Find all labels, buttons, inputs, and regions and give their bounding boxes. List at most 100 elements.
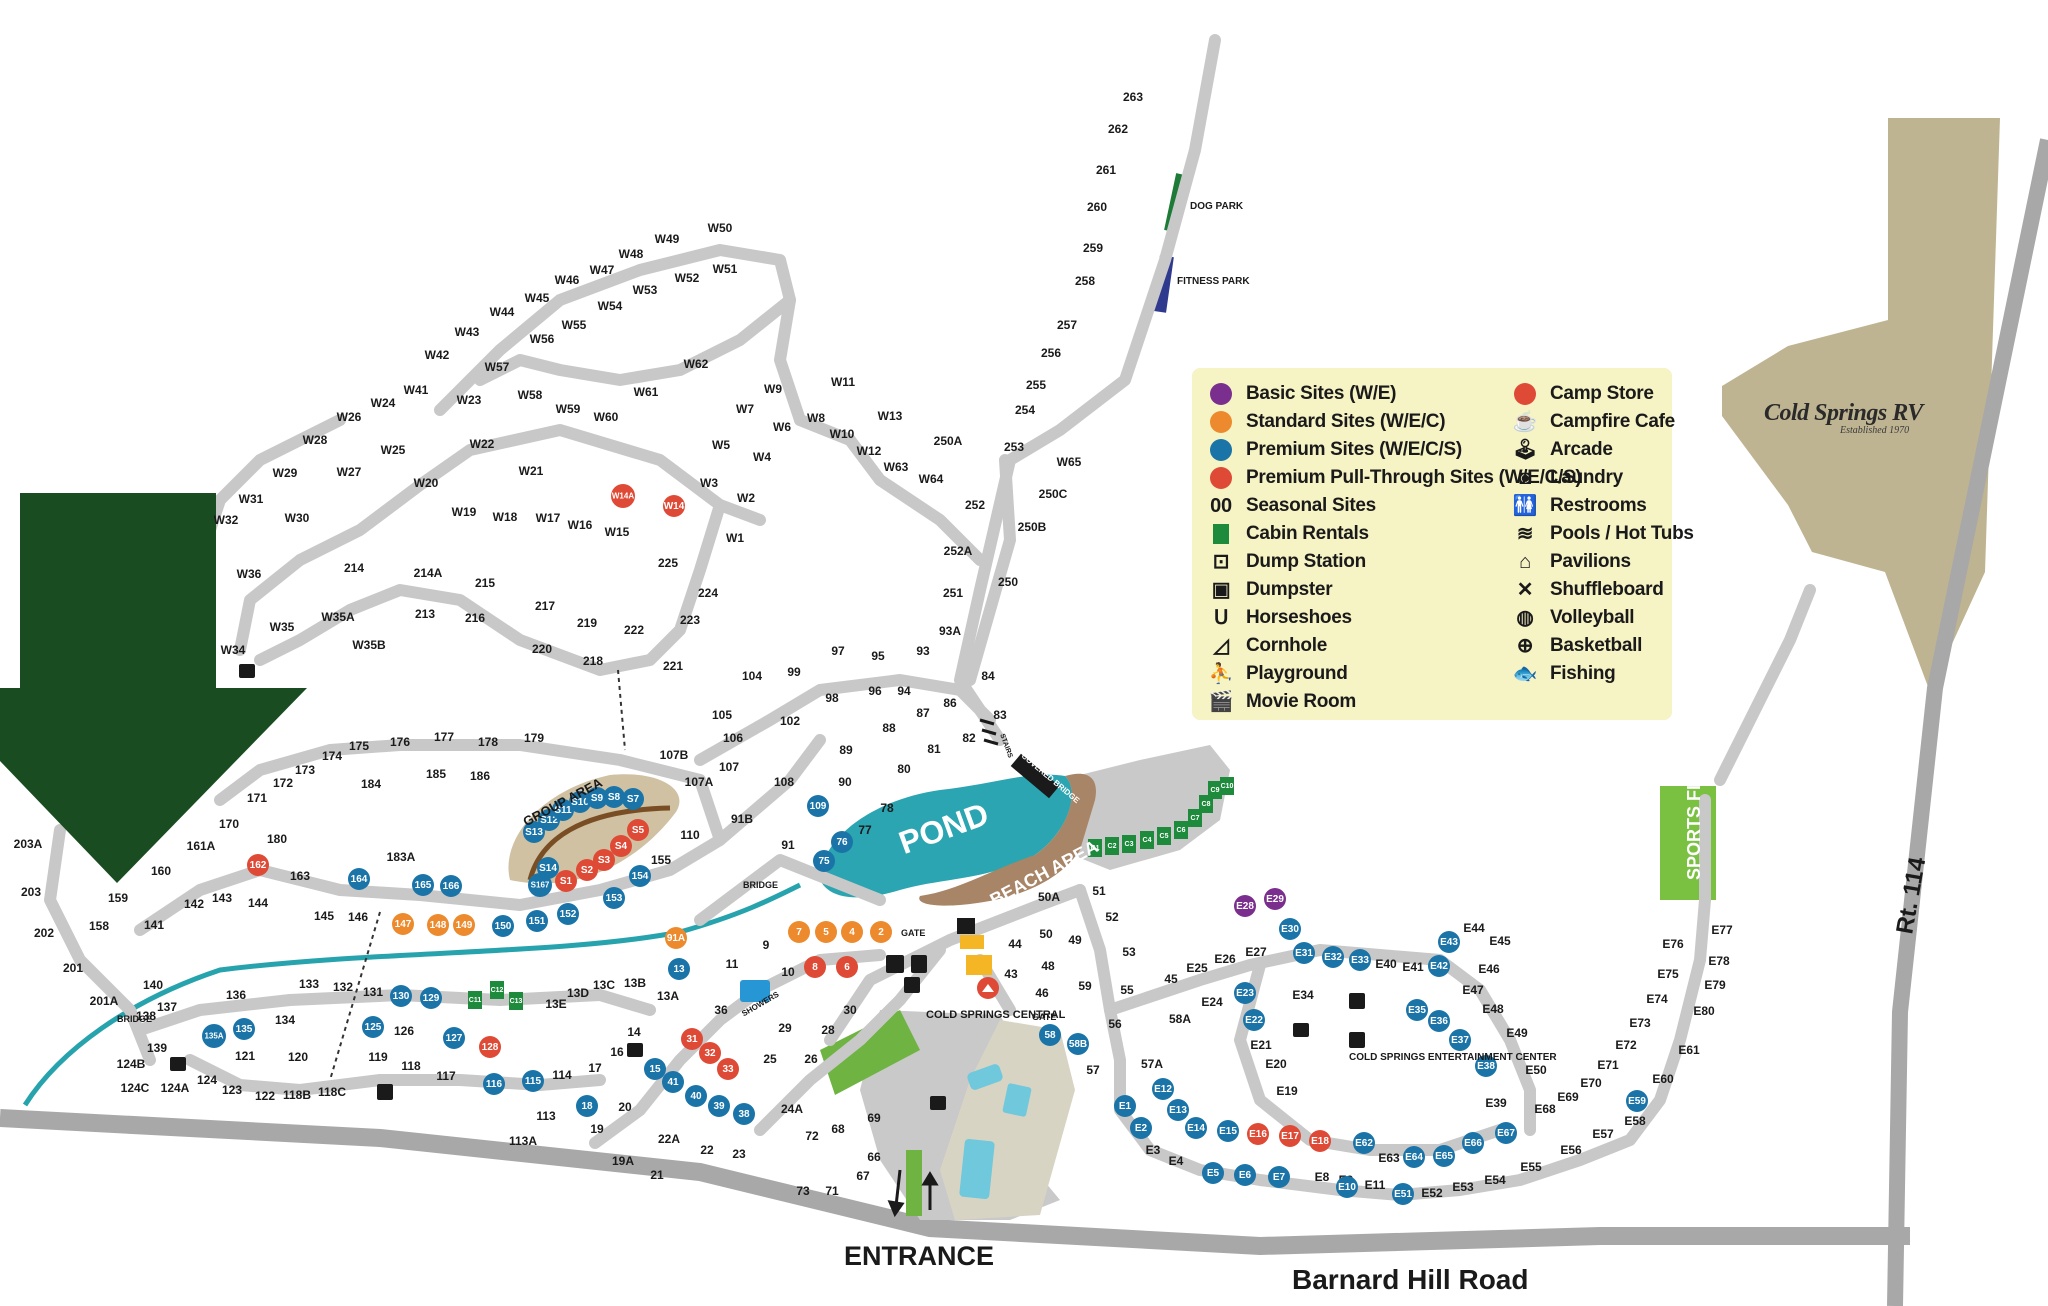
central-label: COLD SPRINGS CENTRAL: [926, 1009, 1066, 1021]
site-marker-dot: [603, 887, 625, 909]
site-marker: E7: [1268, 1166, 1290, 1188]
site-label: 78: [880, 801, 894, 815]
site-label: 139: [147, 1041, 167, 1055]
site-marker-dot: [483, 1073, 505, 1095]
site-marker-label: E2: [1135, 1123, 1148, 1134]
site-marker-label: 6: [844, 962, 850, 973]
playground-icon: ⛹: [1208, 663, 1234, 685]
site-label: 72: [805, 1129, 819, 1143]
legend-label: Movie Room: [1246, 691, 1356, 712]
site-marker-dot: [622, 788, 644, 810]
legend-label: Standard Sites (W/E/C): [1246, 411, 1446, 432]
site-marker-label: 75: [818, 856, 830, 867]
site-marker-label: E14: [1187, 1123, 1205, 1134]
legend-column-right: Camp Store☕Campfire Cafe🕹Arcade◙Laundry🚻…: [1510, 380, 1694, 688]
legend-label: Arcade: [1550, 439, 1613, 460]
site-label: W11: [831, 375, 855, 389]
movie-icon: 🎬: [1208, 691, 1234, 713]
purple-dot: [1206, 382, 1236, 406]
site-label: W10: [830, 427, 855, 441]
cabin-marker: C7: [1188, 809, 1202, 827]
site-marker-dot: [733, 1103, 755, 1125]
road-rt-114: [1887, 138, 2048, 1306]
site-label: 203: [21, 885, 41, 899]
site-marker-label: 165: [415, 880, 432, 891]
site-marker: E30: [1279, 918, 1301, 940]
site-marker: E67: [1495, 1122, 1517, 1144]
site-label: 22A: [658, 1132, 680, 1146]
site-label: W19: [452, 505, 477, 519]
green-arrow: [0, 493, 307, 883]
legend-item: ▣Dumpster: [1206, 576, 1581, 604]
site-marker-dot: [1234, 895, 1256, 917]
site-marker: E38: [1475, 1055, 1497, 1077]
site-marker-dot: [1349, 949, 1371, 971]
site-label: 141: [144, 918, 164, 932]
site-marker: 154: [629, 865, 651, 887]
site-marker: 162: [247, 854, 269, 876]
site-marker: 75: [813, 850, 835, 872]
site-marker: 6: [836, 956, 858, 978]
site-marker-label: E37: [1451, 1035, 1469, 1046]
site-marker: E35: [1406, 999, 1428, 1021]
cabin-marker-label: C7: [1191, 815, 1200, 822]
site-marker-dot: [1202, 1162, 1224, 1184]
volleyball-icon: ◍: [1516, 607, 1534, 629]
site-label: 87: [916, 706, 930, 720]
site-label: W44: [490, 305, 515, 319]
site-marker-dot: [1433, 1145, 1455, 1167]
site-label: W25: [381, 443, 406, 457]
site-label: W58: [518, 388, 543, 402]
cabin-marker-label: C11: [469, 997, 482, 1004]
site-label: E55: [1520, 1160, 1542, 1174]
site-marker: E12: [1152, 1078, 1174, 1100]
site-marker-label: 7: [796, 927, 802, 938]
site-label: 99: [787, 665, 801, 679]
site-marker: W14A: [611, 484, 635, 508]
site-marker-dot: [1114, 1095, 1136, 1117]
site-marker-label: 13: [673, 964, 685, 975]
site-marker-dot: [552, 799, 574, 821]
site-marker: 115: [522, 1070, 544, 1092]
site-marker-dot: [1264, 888, 1286, 910]
site-label: 117: [436, 1069, 456, 1083]
site-marker-dot: [665, 927, 687, 949]
site-label: 218: [583, 654, 603, 668]
legend-label: Seasonal Sites: [1246, 495, 1376, 516]
site-label: W53: [633, 283, 658, 297]
site-label: E8: [1315, 1170, 1330, 1184]
site-marker: S7: [622, 788, 644, 810]
site-label: W52: [675, 271, 700, 285]
site-marker-label: E51: [1394, 1189, 1412, 1200]
site-label: 202: [34, 926, 54, 940]
legend-label: Pools / Hot Tubs: [1550, 523, 1694, 544]
site-marker-label: E62: [1355, 1138, 1373, 1149]
cabin-marker-label: C4: [1143, 837, 1152, 844]
site-label: W42: [425, 348, 450, 362]
site-label: E76: [1662, 937, 1684, 951]
site-marker-label: E17: [1281, 1131, 1299, 1142]
cold-springs-rv-logo: Cold Springs RV: [1764, 400, 1923, 426]
site-label: W1: [726, 531, 744, 545]
pond: [820, 774, 1072, 898]
site-label: 158: [89, 919, 109, 933]
site-label: 83: [993, 708, 1007, 722]
site-label: 184: [361, 777, 381, 791]
site-label: 51: [1092, 884, 1106, 898]
site-label: 10: [781, 965, 795, 979]
trail-1: [617, 669, 626, 751]
site-marker-label: E16: [1249, 1129, 1267, 1140]
site-label: E63: [1378, 1151, 1400, 1165]
site-marker-label: E15: [1219, 1126, 1237, 1137]
site-label: E73: [1629, 1016, 1651, 1030]
site-label: 213: [415, 607, 435, 621]
site-marker-dot: [1392, 1183, 1414, 1205]
cabin-marker-box: [1188, 809, 1202, 827]
site-marker: 31: [681, 1028, 703, 1050]
site-label: 138: [136, 1009, 156, 1023]
site-label: 260: [1087, 200, 1107, 214]
orange-dot: [1206, 410, 1236, 434]
site-label: 261: [1096, 163, 1116, 177]
cabin-marker-label: C12: [491, 987, 504, 994]
restroom-icon: [1349, 993, 1365, 1009]
